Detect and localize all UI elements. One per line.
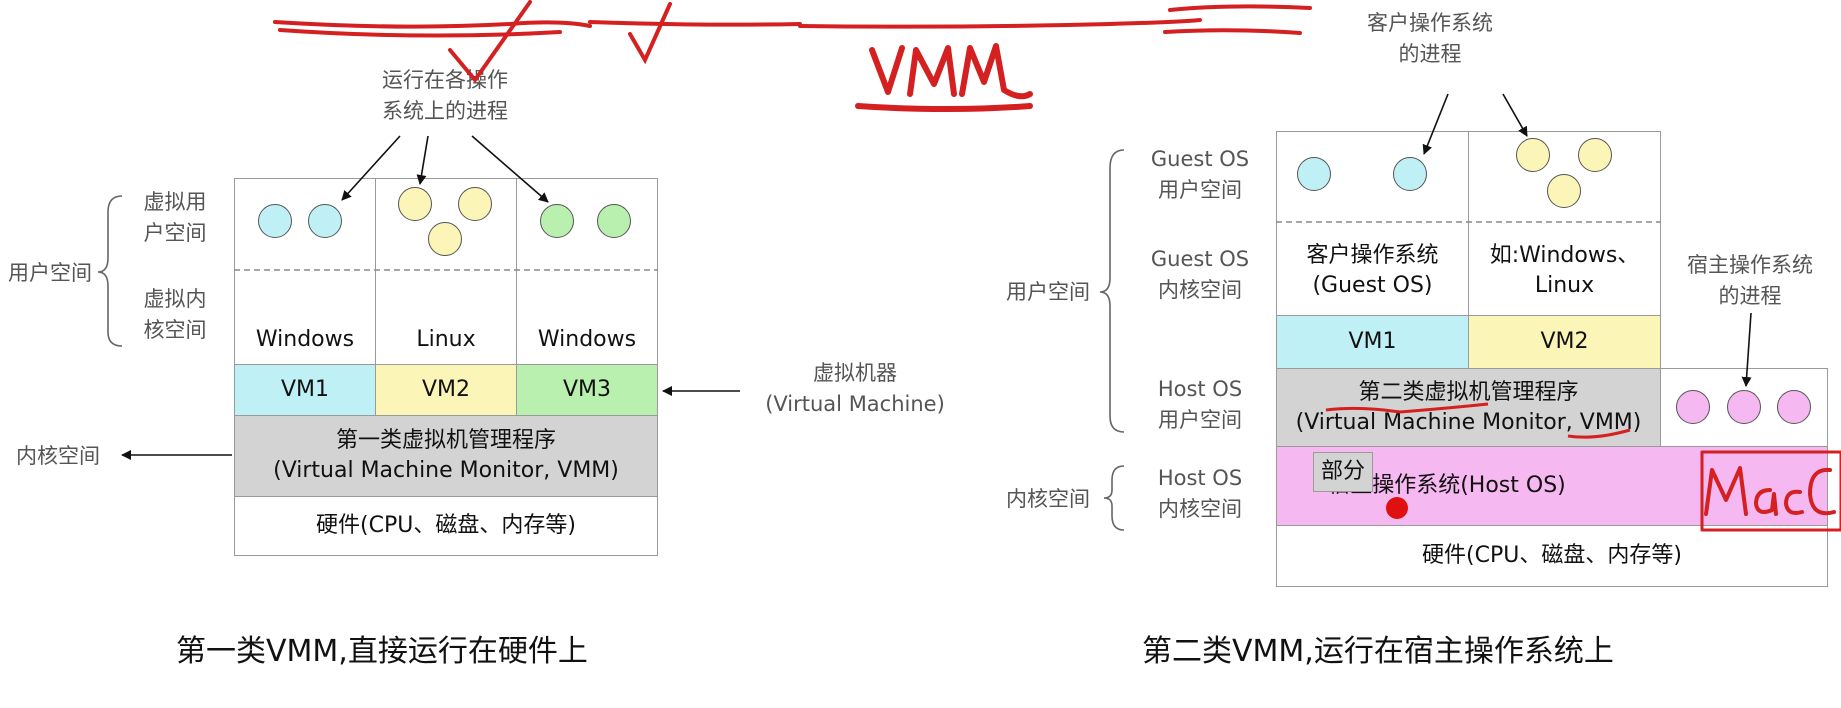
guest-process-circle <box>1547 174 1581 208</box>
right-hardware: 硬件(CPU、磁盘、内存等) <box>1276 525 1828 587</box>
guest-process-circle <box>1516 138 1550 172</box>
left-process-circle <box>308 204 342 238</box>
virtual-machine-label: 虚拟机器 (Virtual Machine) <box>765 361 945 416</box>
left-process-circle <box>597 204 631 238</box>
type1-vmm: 第一类虚拟机管理程序 (Virtual Machine Monitor, VMM… <box>234 415 658 497</box>
vmm-word-underline <box>1567 428 1631 439</box>
right-user-space-label: 用户空间 <box>1006 280 1090 304</box>
host-process-circle <box>1777 390 1811 424</box>
host-process-circle <box>1727 390 1761 424</box>
partial-box: 部分 <box>1313 452 1373 492</box>
host-os-kernel-space-label: Host OS 内核空间 <box>1157 466 1243 521</box>
left-process-circle <box>540 204 574 238</box>
left-virtual-kernel-space-label: 虚拟内 核空间 <box>143 287 207 342</box>
left-hardware: 硬件(CPU、磁盘、内存等) <box>234 496 658 556</box>
left-processes-label: 运行在各操作 系统上的进程 <box>382 68 508 123</box>
guest-os-text: 客户操作系统 (Guest OS) <box>1306 243 1439 298</box>
right-kernel-space-label: 内核空间 <box>1006 487 1090 511</box>
right-caption: 第二类VMM,运行在宿主操作系统上 <box>1142 634 1614 669</box>
left-caption: 第一类VMM,直接运行在硬件上 <box>176 634 588 669</box>
guest-processes-label: 客户操作系统 的进程 <box>1367 11 1493 66</box>
host-os-user-space-label: Host OS 用户空间 <box>1157 377 1243 432</box>
left-os-name-3: Windows <box>537 327 637 352</box>
red-handwriting-top <box>273 0 1312 84</box>
left-os-name-1: Windows <box>255 327 355 352</box>
left-user-space-label: 用户空间 <box>8 261 92 285</box>
guest-process-circle <box>1297 157 1331 191</box>
guest-os-user-space-label: Guest OS 用户空间 <box>1150 147 1250 202</box>
pointer-dot <box>1386 497 1408 519</box>
type2-vmm-underline <box>1325 402 1489 414</box>
host-process-arrow <box>1741 312 1752 387</box>
guest-process-arrow <box>1422 93 1449 155</box>
host-processes-label: 宿主操作系统 的进程 <box>1687 253 1813 308</box>
left-process-arrow <box>341 135 401 201</box>
host-process-circle <box>1676 390 1710 424</box>
left-os-name-2: Linux <box>416 327 476 352</box>
guest-process-arrow <box>1502 93 1528 137</box>
left-process-arrow <box>471 135 549 203</box>
right-vm1: VM1 <box>1276 315 1469 369</box>
left-user-space-brace <box>97 195 123 347</box>
left-process-circle <box>428 222 462 256</box>
guest-os-example-text: 如:Windows、 Linux <box>1489 243 1640 298</box>
macos-handwriting <box>1700 450 1841 532</box>
guest-os-kernel-space-label: Guest OS 内核空间 <box>1150 247 1250 302</box>
left-process-circle <box>398 187 432 221</box>
left-process-arrow <box>416 135 429 185</box>
left-process-circle <box>458 187 492 221</box>
left-process-circle <box>258 204 292 238</box>
left-virtual-user-space-label: 虚拟用 户空间 <box>143 190 207 245</box>
guest-process-circle <box>1578 138 1612 172</box>
right-user-space-brace <box>1099 149 1125 433</box>
guest-process-circle <box>1393 157 1427 191</box>
left-kernel-space-label: 内核空间 <box>16 444 100 468</box>
left-vm1: VM1 <box>234 364 376 416</box>
vmm-handwriting <box>855 43 1033 112</box>
right-kernel-space-brace <box>1103 465 1125 531</box>
